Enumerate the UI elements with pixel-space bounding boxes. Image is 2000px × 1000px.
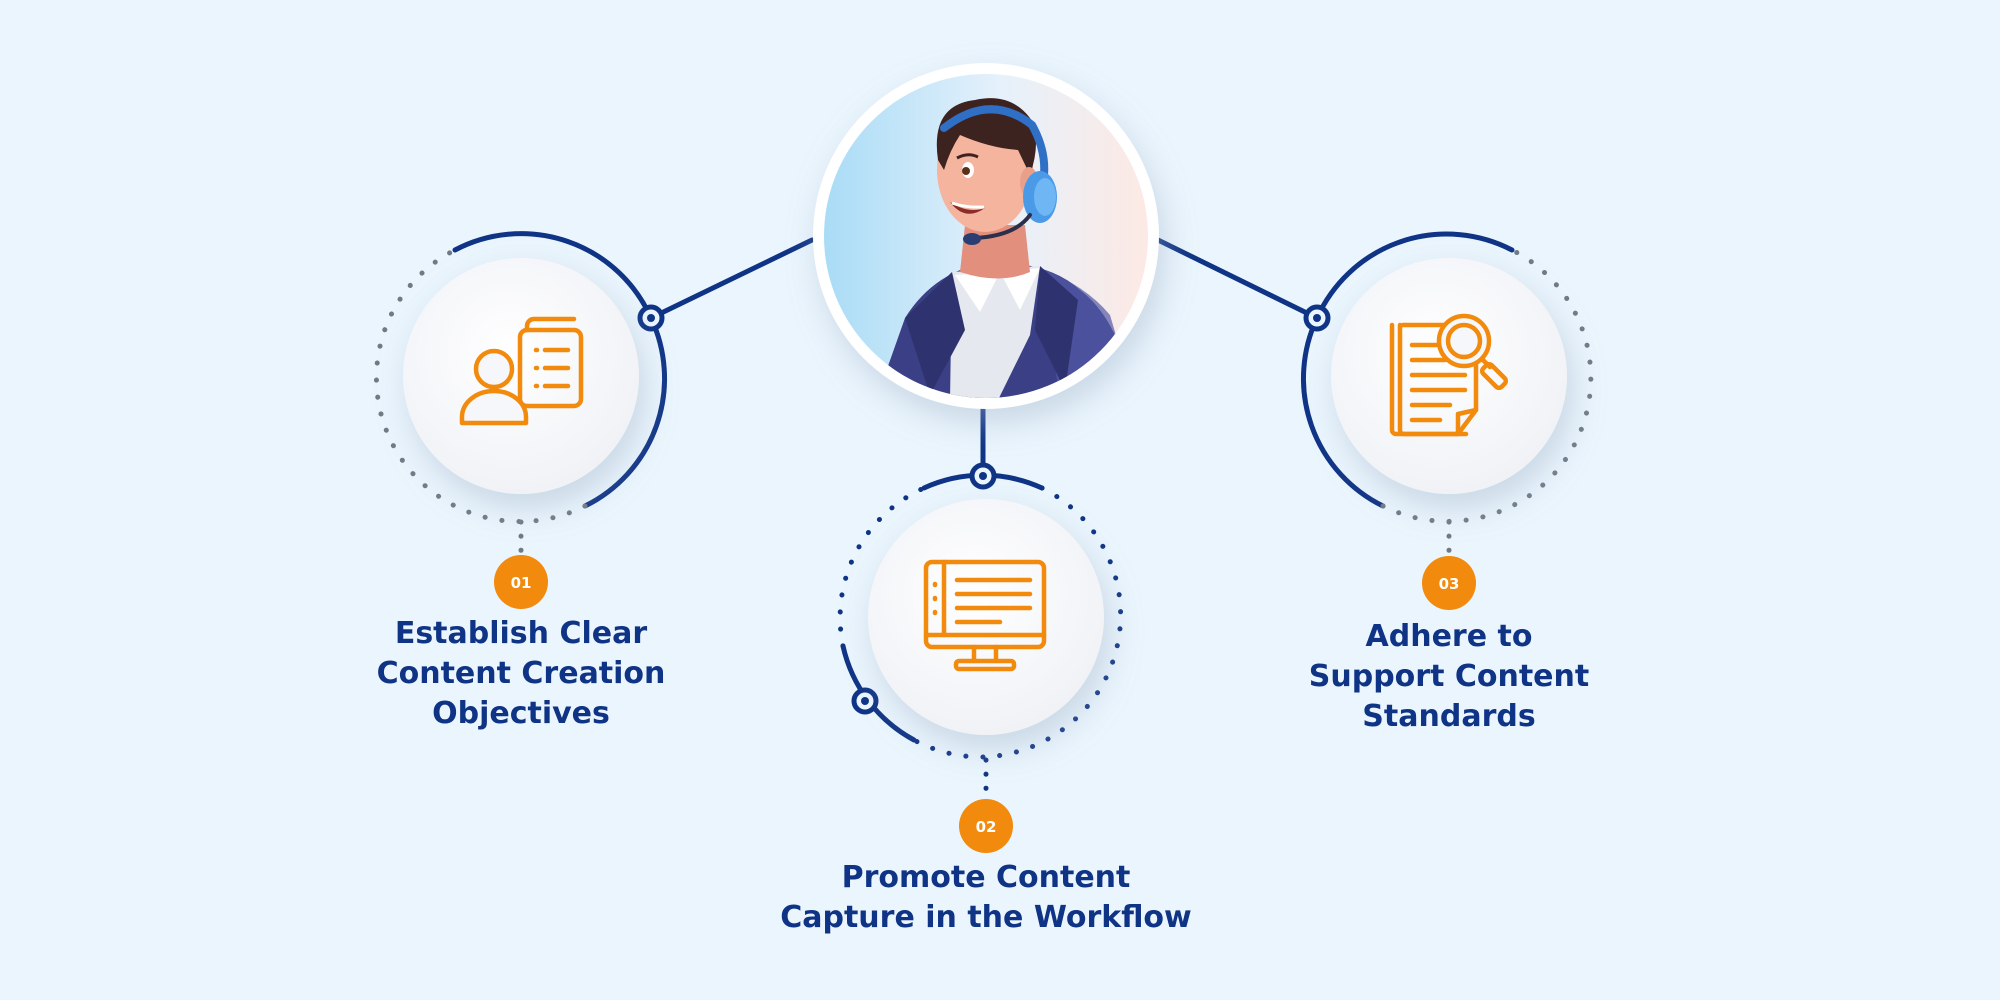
step-ring-2-dotted-arc-bottom xyxy=(911,737,986,760)
step-ring-1-node-dot xyxy=(647,314,655,322)
computer-monitor-icon xyxy=(923,559,1047,672)
step-label-1: Establish Clear Content Creation Objecti… xyxy=(331,614,711,734)
step-badge-3-text: 03 xyxy=(1439,575,1460,593)
connector-right xyxy=(1155,237,1320,321)
step-label-3-line-2: Support Content xyxy=(1308,659,1590,694)
step-label-2: Promote Content Capture in the Workflow xyxy=(736,858,1236,938)
step-label-1-line-1: Establish Clear xyxy=(394,616,648,651)
step-label-1-line-2: Content Creation xyxy=(376,656,666,691)
step-badge-1: 01 xyxy=(494,555,548,609)
step-ring-3-node-dot xyxy=(1313,314,1321,322)
step-label-2-line-2: Capture in the Workflow xyxy=(780,900,1192,935)
step-card-2 xyxy=(868,499,1104,735)
step-ring-2 xyxy=(837,462,1124,799)
step-badge-1-text: 01 xyxy=(511,574,532,592)
step-badge-2-text: 02 xyxy=(976,818,997,836)
step-ring-1 xyxy=(373,231,667,555)
step-ring-3 xyxy=(1301,231,1594,555)
step-ring-2-node-left-dot xyxy=(861,697,869,705)
user-document-icon xyxy=(459,316,584,426)
document-search-icon xyxy=(1389,313,1509,437)
step-label-2-line-1: Promote Content xyxy=(841,860,1131,895)
step-ring-2-dotted-arc-right xyxy=(980,485,1124,760)
step-label-3-line-3: Standards xyxy=(1362,699,1536,734)
step-badge-3: 03 xyxy=(1422,556,1476,610)
step-label-3-line-1: Adhere to xyxy=(1365,619,1533,654)
step-badge-2: 02 xyxy=(959,799,1013,853)
step-label-1-line-3: Objectives xyxy=(432,696,610,731)
avatar xyxy=(813,63,1159,409)
connector-left xyxy=(648,237,815,321)
step-label-3: Adhere to Support Content Standards xyxy=(1259,617,1639,737)
step-ring-2-node-top-dot xyxy=(979,472,987,480)
